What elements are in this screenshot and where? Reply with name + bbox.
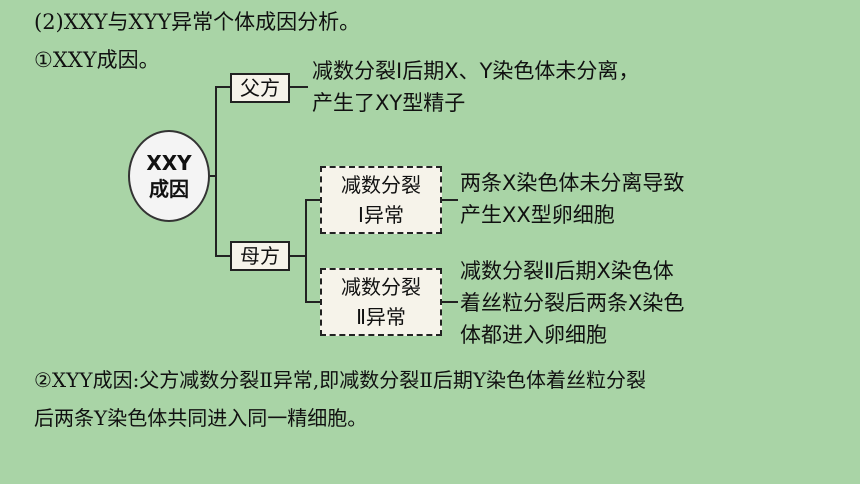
xyy-cause-line1: ②XYY成因:父方减数分裂Ⅱ异常,即减数分裂Ⅱ后期Y染色体着丝粒分裂 — [34, 368, 647, 392]
meiosis2-desc-line1: 减数分裂Ⅱ后期X染色体 — [460, 259, 674, 283]
xxy-heading: ①XXY成因。 — [34, 48, 160, 72]
section-title: (2)XXY与XYY异常个体成因分析。 — [34, 10, 361, 34]
meiosis2-line1: 减数分裂 — [341, 275, 421, 299]
root-line2: 成因 — [149, 177, 189, 201]
meiosis1-desc-line2: 产生XX型卵细胞 — [460, 203, 615, 227]
father-desc-line2: 产生了XY型精子 — [312, 91, 466, 115]
meiosis2-desc-line3: 体都进入卵细胞 — [460, 323, 607, 347]
mother-box: 母方 — [230, 241, 290, 271]
xyy-cause-line2: 后两条Y染色体共同进入同一精细胞。 — [34, 406, 368, 430]
mother-label: 母方 — [240, 244, 280, 268]
meiosis1-desc-line1: 两条X染色体未分离导致 — [460, 171, 685, 195]
meiosis2-box: 减数分裂 Ⅱ异常 — [320, 268, 442, 336]
root-line1: XXY — [146, 151, 192, 175]
father-box: 父方 — [230, 73, 290, 103]
meiosis1-line1: 减数分裂 — [341, 173, 421, 197]
meiosis1-box: 减数分裂 Ⅰ异常 — [320, 166, 442, 234]
xxy-cause-node: XXY 成因 — [128, 130, 210, 222]
father-desc-line1: 减数分裂Ⅰ后期X、Y染色体未分离， — [312, 59, 640, 83]
meiosis2-desc-line2: 着丝粒分裂后两条X染色 — [460, 291, 685, 315]
meiosis1-line2: Ⅰ异常 — [358, 203, 404, 227]
father-label: 父方 — [240, 76, 280, 100]
meiosis2-line2: Ⅱ异常 — [356, 305, 406, 329]
